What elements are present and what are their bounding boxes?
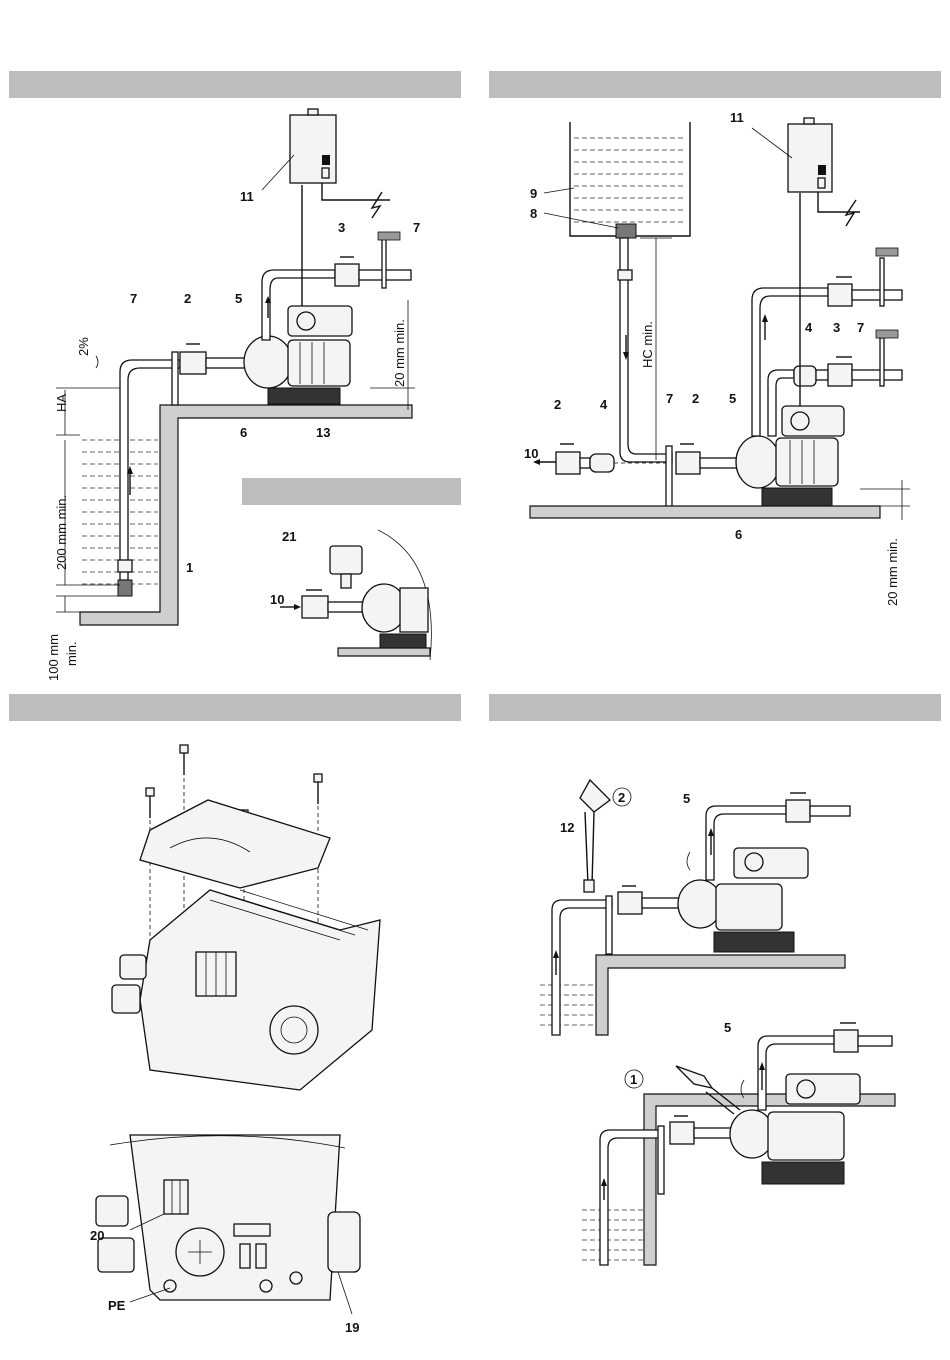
controller-dial <box>297 312 315 330</box>
pipe-support <box>172 352 178 405</box>
solenoid-valve <box>330 546 362 574</box>
ground-slab <box>530 506 880 518</box>
label-1: 1 <box>186 560 193 575</box>
label-5-d: 5 <box>724 1020 731 1035</box>
valve-3 <box>335 264 359 286</box>
check-valve-4-left <box>590 454 614 472</box>
pipe-support-7 <box>382 238 386 288</box>
label-pe: PE <box>108 1298 126 1313</box>
label-21: 21 <box>282 529 296 544</box>
label-4-b: 4 <box>600 397 608 412</box>
knob-side <box>328 1212 360 1272</box>
cable-gland-upper <box>120 955 146 979</box>
clearance-20-label-b: 20 mm min. <box>885 538 900 606</box>
valve-2-right <box>676 452 700 474</box>
water-upper <box>540 985 596 1025</box>
label-6: 6 <box>240 425 247 440</box>
pump-body-2 <box>736 436 780 488</box>
slope-label: 2% <box>76 337 91 356</box>
label-10-b: 10 <box>524 446 538 461</box>
antivibration-base-2 <box>762 488 832 506</box>
label-5: 5 <box>235 291 242 306</box>
diagram-priming: 2 5 12 1 <box>540 780 895 1265</box>
mains-terminal <box>164 1180 188 1214</box>
label-8: 8 <box>530 206 537 221</box>
clearance-20-label: 20 mm min. <box>392 319 407 387</box>
label-7-right: 7 <box>413 220 420 235</box>
label-11: 11 <box>240 189 254 204</box>
strainer <box>118 580 132 596</box>
cable-gland-close-upper <box>96 1196 128 1226</box>
diagram-inset-solenoid: 21 10 <box>270 529 431 660</box>
check-valve-4-right <box>794 366 816 386</box>
antivibration-base <box>268 388 340 404</box>
panel-3-labels: 11 9 8 HC min. 2 4 7 2 5 10 6 4 3 7 20 m… <box>524 110 900 606</box>
pump-body <box>244 336 292 388</box>
valve-3-upper <box>828 284 852 306</box>
label-3: 3 <box>338 220 345 235</box>
lightning-icon <box>372 192 382 218</box>
label-7-c: 7 <box>857 320 864 335</box>
label-10: 10 <box>270 592 284 607</box>
diagram-controller-wiring: 20 PE 19 <box>90 745 380 1335</box>
priming-bottle-lower <box>676 1066 712 1088</box>
hc-min-label: HC min. <box>640 321 655 368</box>
inlet-pipe <box>206 358 246 368</box>
depth-200-label: 200 mm min. <box>54 495 69 570</box>
controller-knob <box>270 1006 318 1054</box>
valve-10 <box>302 596 328 618</box>
clearance-100-label: 100 mm <box>46 634 61 681</box>
diagram-positive-suction <box>530 118 910 520</box>
label-20: 20 <box>90 1228 104 1243</box>
label-5-b: 5 <box>729 391 736 406</box>
label-6-b: 6 <box>735 527 742 542</box>
label-7-left: 7 <box>130 291 137 306</box>
label-12: 12 <box>560 820 574 835</box>
priming-bottle-upper <box>580 780 610 812</box>
mains-cable <box>322 182 390 200</box>
label-3-b: 3 <box>833 320 840 335</box>
step-2-number: 2 <box>618 790 625 805</box>
valve-2 <box>180 352 206 374</box>
valve-2-left <box>556 452 580 474</box>
earth-screw <box>164 1280 176 1292</box>
label-13: 13 <box>316 425 330 440</box>
step-1-number: 1 <box>630 1072 637 1087</box>
label-2-c: 2 <box>692 391 699 406</box>
pump-motor <box>288 340 350 386</box>
valve-3-lower <box>828 364 852 386</box>
pump-motor-2 <box>776 438 838 486</box>
label-5-c: 5 <box>683 791 690 806</box>
label-19: 19 <box>345 1320 359 1335</box>
height-ha-label: HA <box>54 394 69 412</box>
clearance-100-label-2: min. <box>64 641 79 666</box>
label-2: 2 <box>184 291 191 306</box>
controller-housing <box>140 890 380 1090</box>
label-2-b: 2 <box>554 397 561 412</box>
label-4-c: 4 <box>805 320 813 335</box>
tank-water <box>574 138 686 222</box>
storage-tank <box>570 122 690 236</box>
cable-gland-close-lower <box>98 1238 134 1272</box>
water-lower <box>582 1210 644 1260</box>
cable-gland-lower <box>112 985 140 1013</box>
label-9: 9 <box>530 186 537 201</box>
foot-valve <box>118 560 132 572</box>
wiring-box <box>130 1135 340 1300</box>
tank-strainer <box>616 224 636 238</box>
label-11-b: 11 <box>730 110 744 125</box>
label-7-b: 7 <box>666 391 673 406</box>
